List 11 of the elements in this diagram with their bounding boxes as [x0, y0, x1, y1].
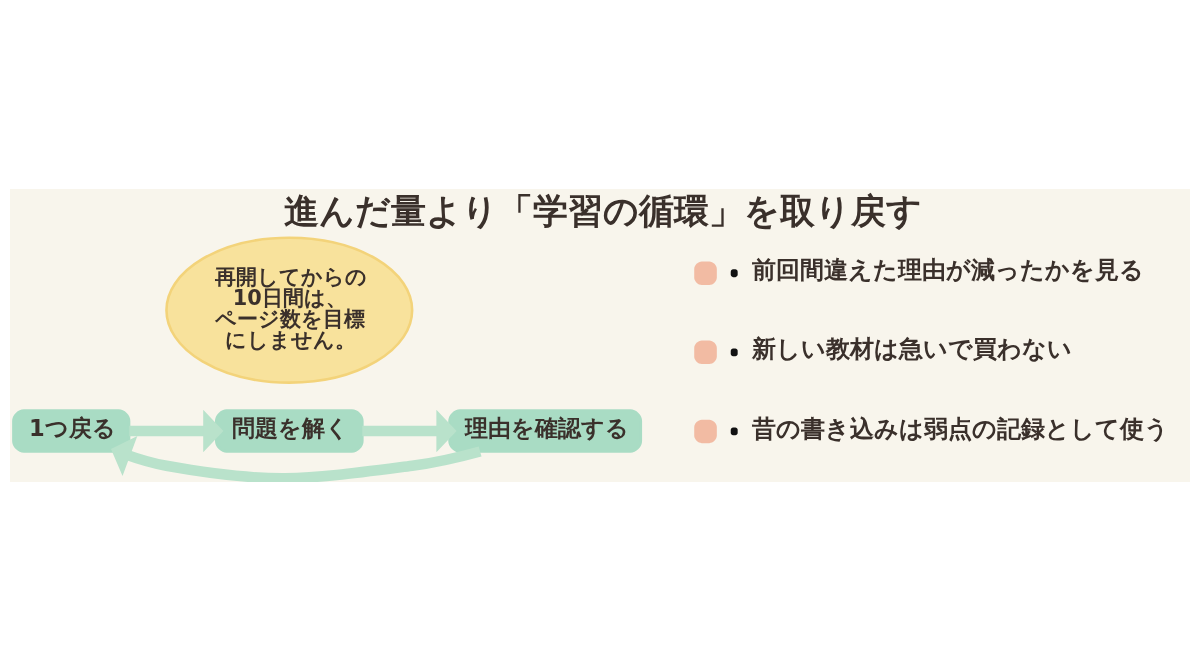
arrow: [362, 409, 457, 452]
label: 前回間違えた理由が減ったかを見る: [751, 254, 1144, 284]
node-ellipse: 再開してからの10日間は、ページ数を目標にしません。: [165, 235, 414, 384]
arrow: [129, 409, 224, 452]
node-box: 理由を確認する: [448, 408, 643, 453]
diagram-title: 進んだ量より「学習の循環」を取り戻す: [283, 190, 922, 231]
label: 昔の書き込みは弱点の記録として使う: [751, 413, 1169, 443]
node-box: 1つ戻る: [12, 408, 131, 453]
arrow: [110, 435, 482, 482]
label: 新しい教材は急いで買わない: [751, 333, 1072, 363]
node-box: 問題を解く: [215, 408, 364, 453]
